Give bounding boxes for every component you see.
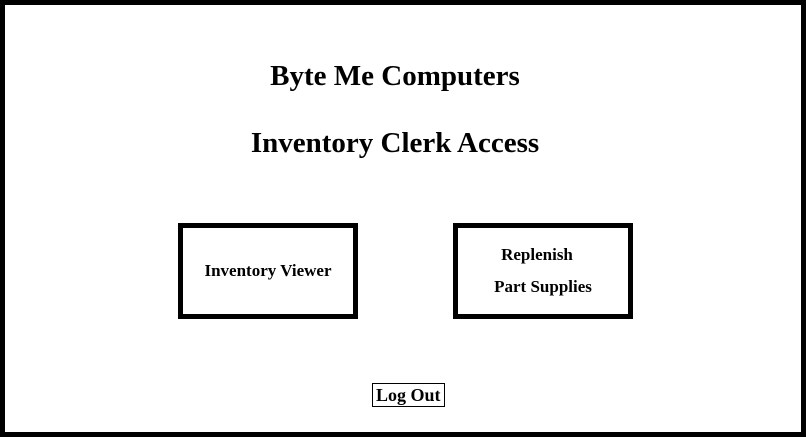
inventory-viewer-label: Inventory Viewer: [204, 261, 332, 280]
page-title: Inventory Clerk Access: [250, 127, 540, 159]
company-title: Byte Me Computers: [270, 60, 520, 92]
replenish-label-line-2: Part Supplies: [494, 277, 592, 296]
log-out-button[interactable]: Log Out: [372, 383, 445, 407]
replenish-part-supplies-button[interactable]: Replenish Part Supplies: [453, 223, 633, 319]
replenish-label-line-1: Replenish: [501, 245, 573, 264]
inventory-viewer-button[interactable]: Inventory Viewer: [178, 223, 358, 319]
